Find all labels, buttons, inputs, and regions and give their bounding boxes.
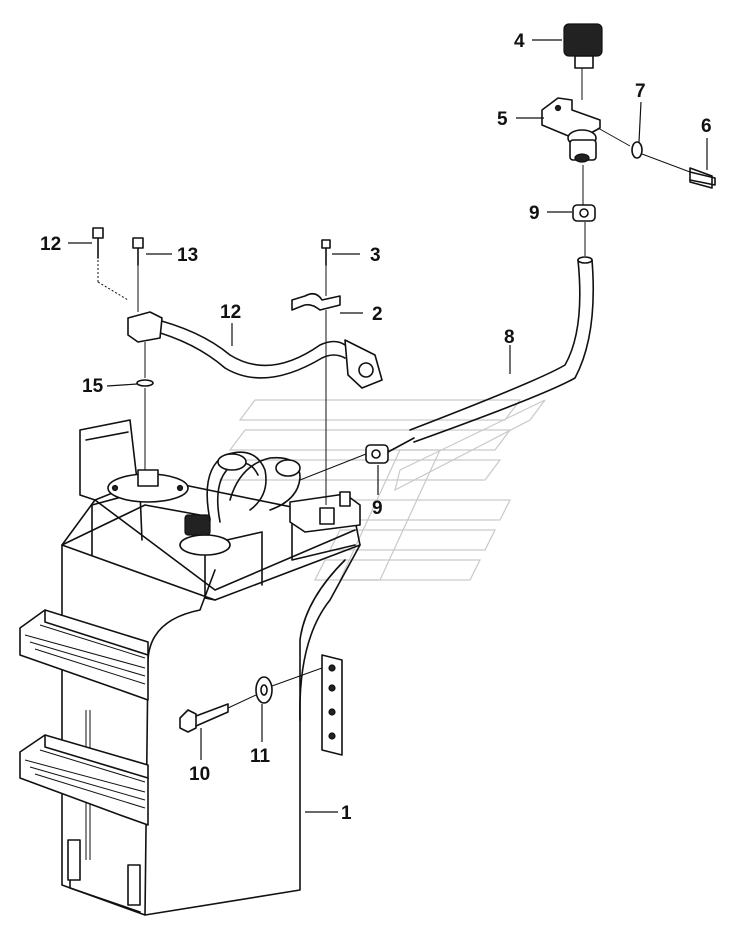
hose-12: [127, 311, 383, 389]
mount-slot-right: [127, 864, 141, 906]
callout-8: 8: [504, 327, 515, 348]
callout-13: 12: [40, 234, 61, 255]
callout-5: 5: [497, 109, 508, 130]
bolt-3: [321, 239, 331, 266]
side-mount-plate: [321, 654, 343, 756]
clamp-2: [291, 292, 341, 311]
leader-lines: [68, 39, 708, 813]
callout-9-upper: 9: [529, 203, 540, 224]
callout-2: 2: [372, 304, 383, 325]
callout-4: 4: [514, 31, 525, 52]
bracket-5: [541, 97, 601, 163]
bolt-13: [92, 227, 104, 259]
bolt-14: [132, 237, 144, 266]
assembly-lines: [97, 68, 691, 709]
callout-3: 3: [370, 245, 381, 266]
filler-cap: [184, 514, 211, 536]
callout-7: 7: [635, 81, 646, 102]
callout-12: 12: [220, 302, 241, 323]
bolt-10: [179, 703, 229, 733]
bolt-6: [689, 167, 716, 189]
hose-clamp-9-lower: [365, 444, 389, 464]
tank-top-frame: [61, 419, 361, 601]
hose-bracket: [127, 311, 163, 343]
sender-block: [137, 469, 159, 487]
cap-4: [563, 23, 603, 69]
hose-clamp-9-upper: [572, 204, 596, 222]
callout-labels: 4 5 7 6 9 12 13 3 2 12 8 15 9 10 11 10 1…: [40, 31, 712, 824]
callout-1: 1: [341, 803, 352, 824]
watermark-logo: [218, 399, 546, 581]
callout-9-lower: 9: [372, 498, 383, 519]
washer-15: [136, 379, 154, 387]
callout-11-number: 11: [250, 746, 271, 767]
callout-14: 13: [177, 245, 198, 266]
mount-slot-left: [67, 839, 81, 881]
fill-hose-8: [387, 256, 594, 453]
lower-step: [19, 734, 149, 826]
callout-15: 15: [82, 376, 104, 397]
washer-11: [255, 676, 273, 704]
callout-6: 6: [701, 116, 712, 137]
washer-7: [631, 141, 643, 159]
callout-10: 10: [189, 764, 210, 785]
upper-step: [19, 609, 149, 701]
